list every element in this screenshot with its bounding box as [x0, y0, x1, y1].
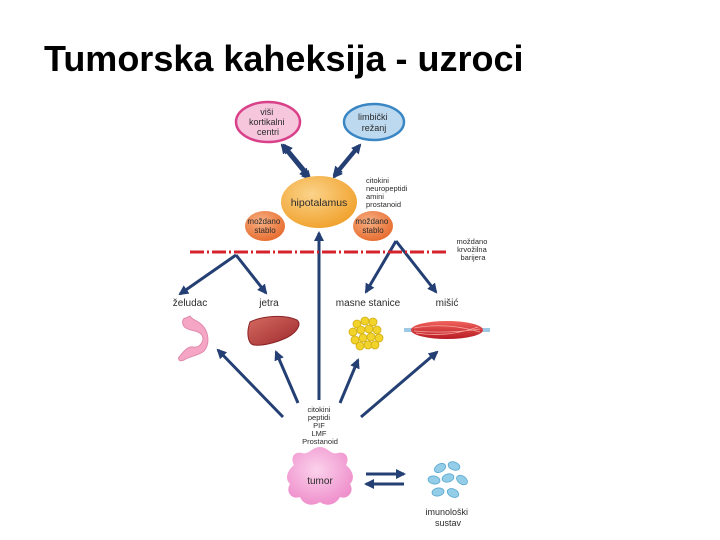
brainstem-right-node: [353, 211, 393, 241]
arrow-stem-muscle: [394, 240, 438, 294]
arrow-limbic-to-hyp: [332, 147, 360, 179]
arrow-tumor-liver: [274, 350, 300, 404]
stomach-icon: [178, 315, 209, 362]
mediators-top: citokini neuropeptidi amini prostanoid: [366, 176, 409, 209]
fat-cells-icon: [348, 316, 384, 351]
fat-cells-label: masne stanice: [336, 298, 401, 309]
limbic-label-2: režanj: [362, 123, 387, 133]
brainstem-left-node: [245, 211, 285, 241]
limbic-label-1: limbički: [358, 112, 388, 122]
hypothalamus-label: hipotalamus: [291, 197, 348, 209]
tumor-label: tumor: [307, 476, 333, 487]
hypothalamus-node: [281, 176, 357, 228]
brainstem-left-label-2: stablo: [254, 226, 276, 235]
muscle-icon: [404, 321, 490, 339]
arrow-tumor-fat: [338, 358, 360, 404]
barrier-label: moždano krvožilna barijera: [457, 237, 490, 262]
immune-system-icon: [427, 461, 468, 498]
brainstem-right-label-2: stablo: [362, 226, 384, 235]
brainstem-left-label-1: moždano: [247, 217, 280, 226]
stomach-label: želudac: [173, 298, 207, 309]
arrow-tumor-stomach: [216, 348, 285, 419]
arrow-hyp-to-cortex: [280, 143, 308, 176]
svg-text:moždano stablo: moždano stablo: [355, 217, 390, 235]
immune-label-2: sustav: [435, 518, 462, 528]
svg-text:imunološki sustav: imunološki sustav: [425, 507, 470, 528]
muscle-label: mišić: [436, 298, 459, 309]
liver-icon: [247, 315, 300, 346]
tumor-node: [287, 447, 353, 505]
slide-title: Tumorska kaheksija - uzroci: [44, 38, 524, 79]
svg-text:viši kortikalni centri: viši kortikalni centri: [249, 107, 287, 137]
liver-label: jetra: [258, 298, 279, 309]
cortex-label-2: kortikalni: [249, 117, 285, 127]
cortex-label-1: viši: [260, 107, 273, 117]
svg-text:moždano stablo: moždano stablo: [247, 217, 282, 235]
limbic-node: [342, 102, 406, 142]
mediators-bottom: citokini peptidi PIF LMF Prostanoid: [302, 405, 338, 446]
cortex-node: [234, 100, 302, 144]
brainstem-right-label-1: moždano: [355, 217, 388, 226]
arrow-hyp-left: [178, 253, 237, 296]
arrow-hyp-cortex: [282, 143, 310, 175]
arrow-stem-fat: [364, 240, 398, 294]
svg-text:limbički režanj: limbički režanj: [358, 112, 390, 133]
cortex-label-3: centri: [257, 127, 279, 137]
immune-label-1: imunološki: [425, 507, 468, 517]
arrows: [178, 143, 439, 419]
arrow-hyp-liver: [234, 254, 268, 295]
arrow-tumor-muscle: [360, 350, 439, 419]
